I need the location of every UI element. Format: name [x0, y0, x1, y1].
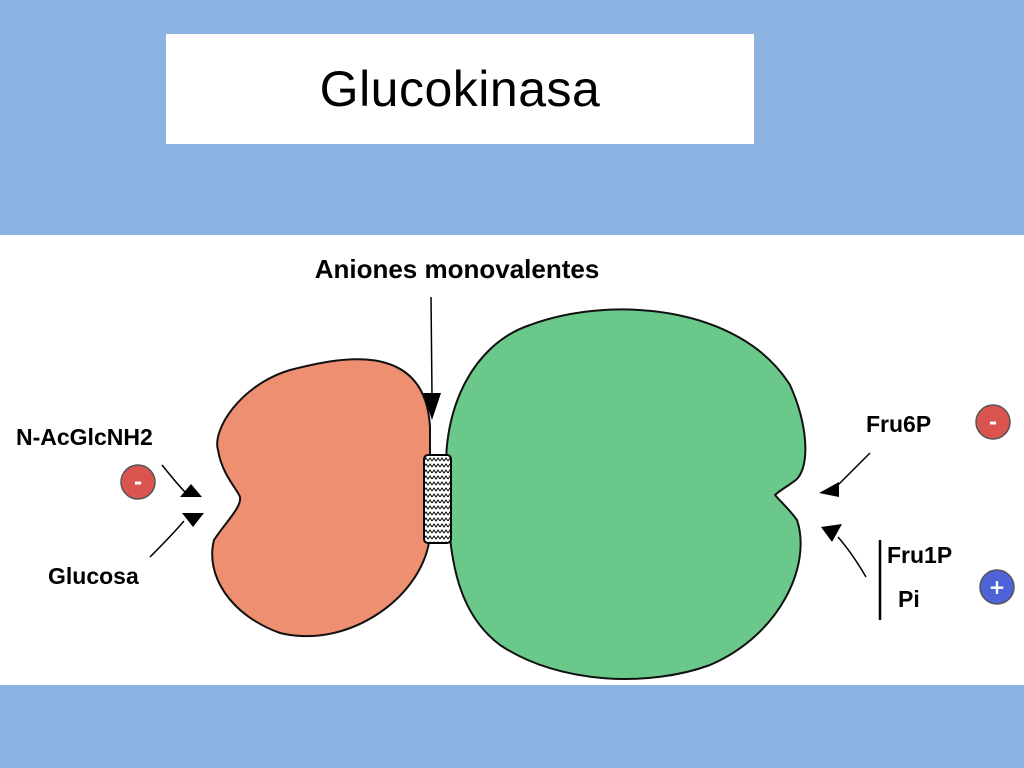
right-upper-arrow-line	[837, 452, 871, 486]
right-plus-badge-sign: +	[989, 575, 1006, 599]
right-activator-label-2: Pi	[898, 586, 920, 612]
left-lower-arrow-line	[149, 520, 185, 558]
left-upper-arrow-line	[161, 464, 187, 494]
right-lower-arrowhead-icon	[821, 524, 842, 542]
left-inhibitor-label: N-AcGlcNH2	[16, 424, 153, 450]
left-lower-arrowhead-icon	[182, 513, 204, 527]
right-plus-badge-icon	[979, 569, 1015, 605]
left-upper-arrowhead-icon	[180, 484, 202, 497]
top-arrow-line	[430, 296, 433, 396]
left-minus-badge-sign: -	[134, 470, 142, 494]
right-upper-arrowhead-icon	[819, 482, 839, 497]
large-domain-shape	[445, 308, 807, 680]
left-substrate-label: Glucosa	[48, 563, 139, 589]
top-arrowhead	[423, 393, 441, 420]
right-lower-arrow-line	[837, 536, 867, 578]
top-label: Aniones monovalentes	[315, 254, 600, 284]
right-minus-badge-sign: -	[989, 410, 997, 434]
right-inhibitor-label: Fru6P	[866, 411, 931, 437]
left-minus-badge-icon	[120, 464, 156, 500]
right-minus-badge-icon	[975, 404, 1011, 440]
right-activator-label-1: Fru1P	[887, 542, 952, 568]
small-domain-shape	[211, 358, 431, 638]
diagram-panel: Aniones monovalentes N-AcGlcNH2 Glucosa …	[0, 235, 1024, 685]
anion-binding-connector	[423, 454, 452, 544]
title-box: Glucokinasa	[166, 34, 754, 144]
glucokinase-diagram: Aniones monovalentes N-AcGlcNH2 Glucosa …	[16, 254, 1015, 680]
slide-title: Glucokinasa	[319, 61, 601, 117]
